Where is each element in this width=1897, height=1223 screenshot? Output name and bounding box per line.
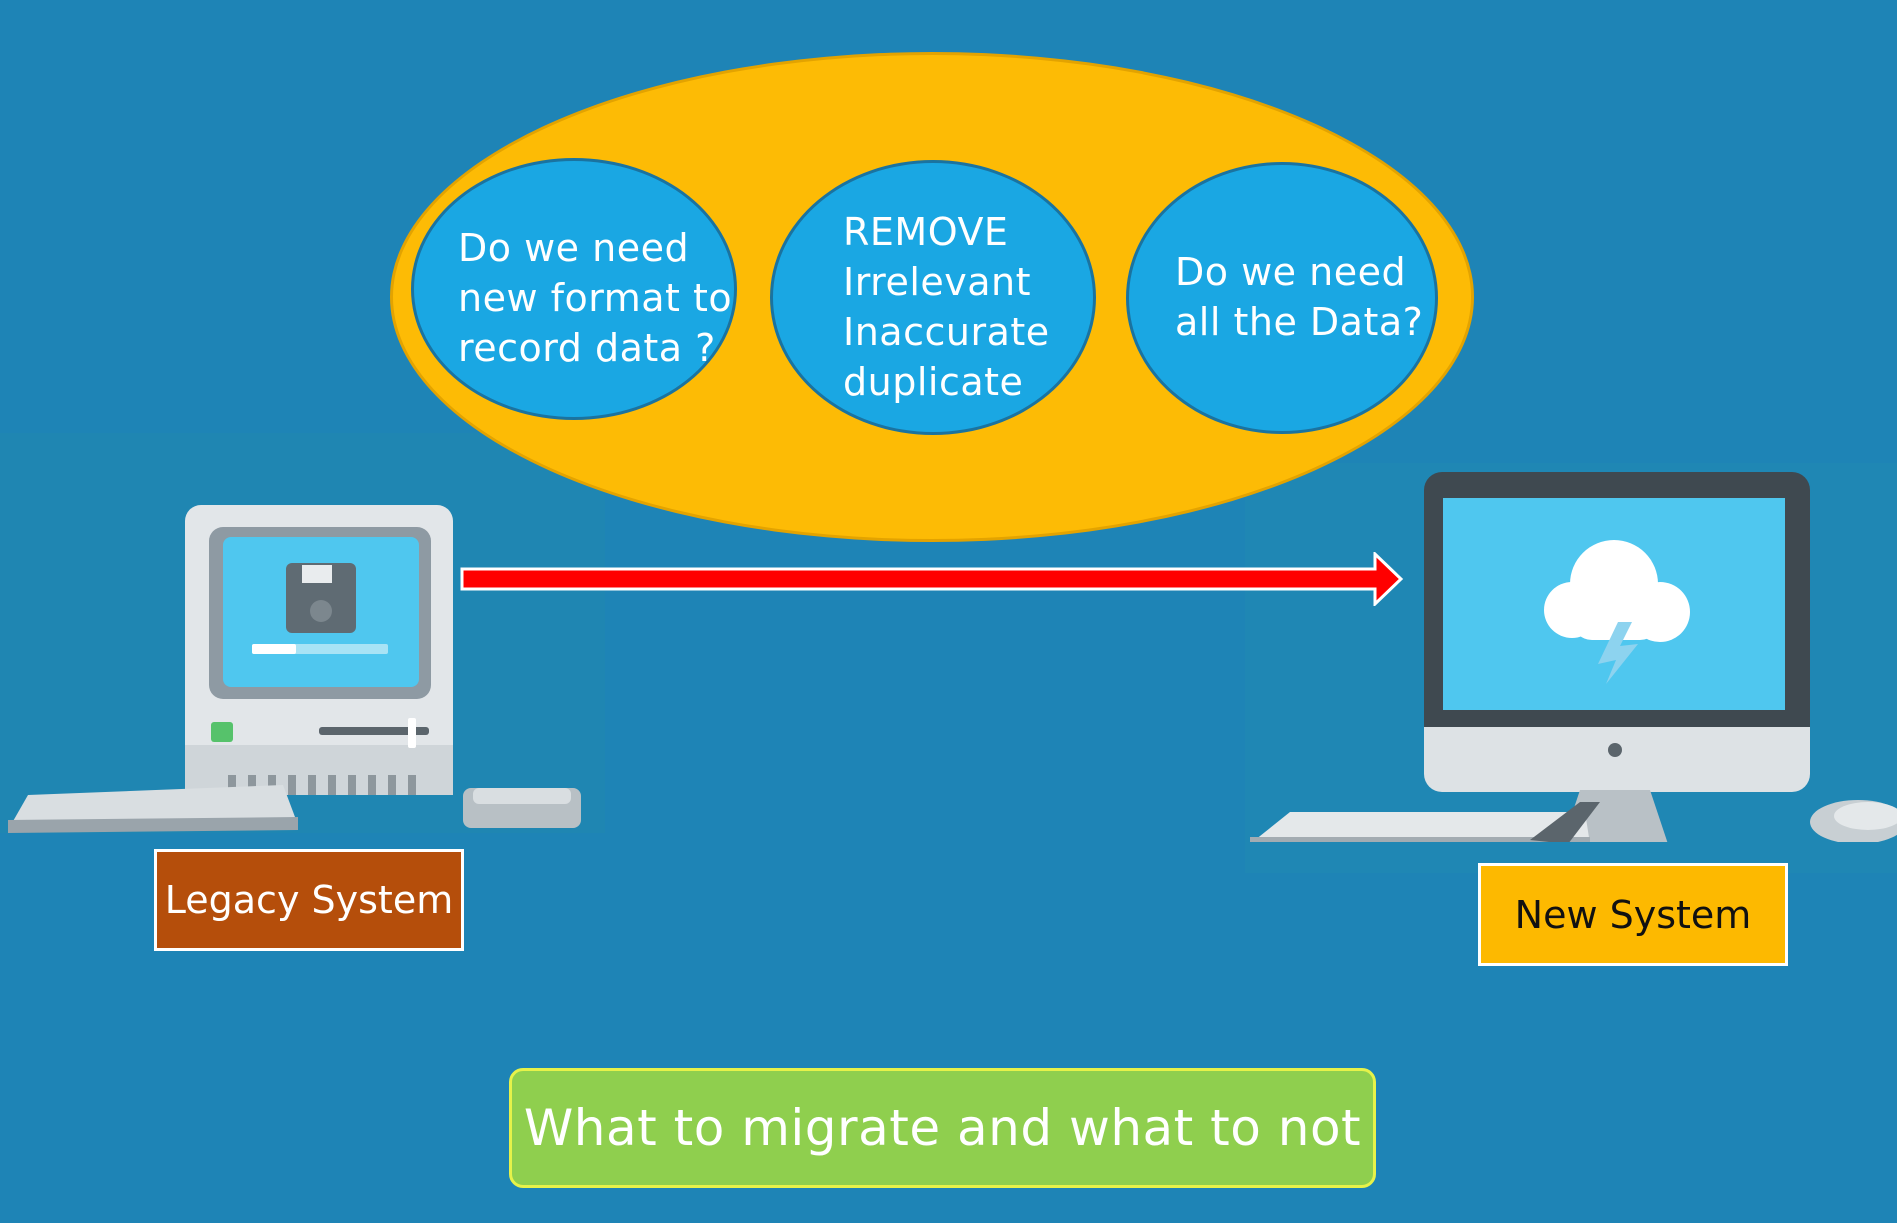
bubble-all-data: Do we need all the Data? bbox=[1126, 162, 1438, 434]
bubble-new-format: Do we need new format to record data ? bbox=[411, 158, 737, 420]
legacy-computer-icon bbox=[8, 505, 581, 833]
bubble-line: duplicate bbox=[843, 360, 1024, 404]
bubble-line: Do we need bbox=[458, 226, 690, 270]
bubble-line: Do we need bbox=[1175, 250, 1407, 294]
bubble-line: record data ? bbox=[458, 326, 716, 370]
cloud-storm-icon bbox=[1544, 540, 1690, 684]
legacy-system-label: Legacy System bbox=[154, 849, 464, 951]
bubble-line: all the Data? bbox=[1175, 300, 1424, 344]
floppy-disk-icon bbox=[286, 563, 356, 633]
bubble-line: Inaccurate bbox=[843, 310, 1050, 354]
bubble-line: REMOVE bbox=[843, 210, 1009, 254]
new-system-label: New System bbox=[1478, 863, 1788, 966]
bubble-line: Irrelevant bbox=[843, 260, 1032, 304]
caption-banner: What to migrate and what to not bbox=[509, 1068, 1376, 1188]
new-computer-icon bbox=[1250, 472, 1897, 842]
bubble-line: new format to bbox=[458, 276, 733, 320]
bubble-remove: REMOVE Irrelevant Inaccurate duplicate bbox=[770, 160, 1096, 435]
migration-arrow bbox=[460, 552, 1404, 606]
